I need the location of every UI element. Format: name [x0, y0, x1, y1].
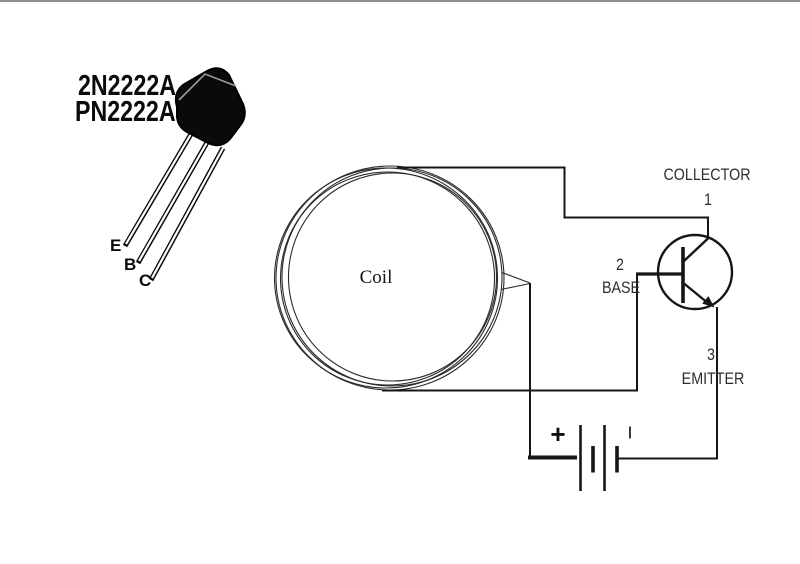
package-lead-b-fill [138, 138, 210, 262]
battery-negative-mark: | [628, 424, 632, 439]
circuit-wires [382, 166, 718, 460]
pin-label-b: B [124, 255, 137, 274]
to92-package-illustration [122, 67, 246, 282]
package-body-bevel-highlight [178, 73, 237, 101]
battery-symbol [579, 425, 619, 491]
transistor-symbol [637, 233, 734, 311]
coil-loop [281, 167, 503, 387]
battery-positive-mark: + [550, 419, 566, 449]
emitter-label: EMITTER [681, 369, 745, 388]
coil-loop [279, 171, 496, 386]
package-lead-e-fill [125, 128, 195, 245]
wire-base-to-coil-bottom [382, 272, 638, 392]
emitter-arrowhead-icon [702, 296, 715, 308]
package-body [174, 67, 246, 147]
transistor-collector-lead [683, 236, 710, 262]
collector-label: COLLECTOR [663, 165, 751, 184]
base-label: BASE [601, 278, 641, 297]
part-number-2n2222a: 2N2222A [78, 70, 177, 102]
coil-loop [287, 172, 498, 382]
top-border-line [0, 0, 800, 2]
wire-coil-top-to-collector [397, 166, 709, 238]
part-number-pn2222a: PN2222A [75, 96, 176, 128]
base-pin-number: 2 [616, 255, 624, 274]
wire-emitter-to-battery-negative [618, 307, 718, 460]
pin-label-c: C [139, 271, 152, 290]
coil-winding [273, 165, 531, 391]
collector-pin-number: 1 [704, 190, 712, 209]
emitter-pin-number: 3 [707, 345, 715, 364]
coil-label: Coil [359, 267, 393, 288]
pin-label-e: E [110, 236, 122, 255]
package-leads [122, 127, 226, 282]
package-lead-c-fill [151, 147, 224, 279]
transistor-circle [656, 233, 734, 311]
coil-tap [500, 271, 531, 291]
